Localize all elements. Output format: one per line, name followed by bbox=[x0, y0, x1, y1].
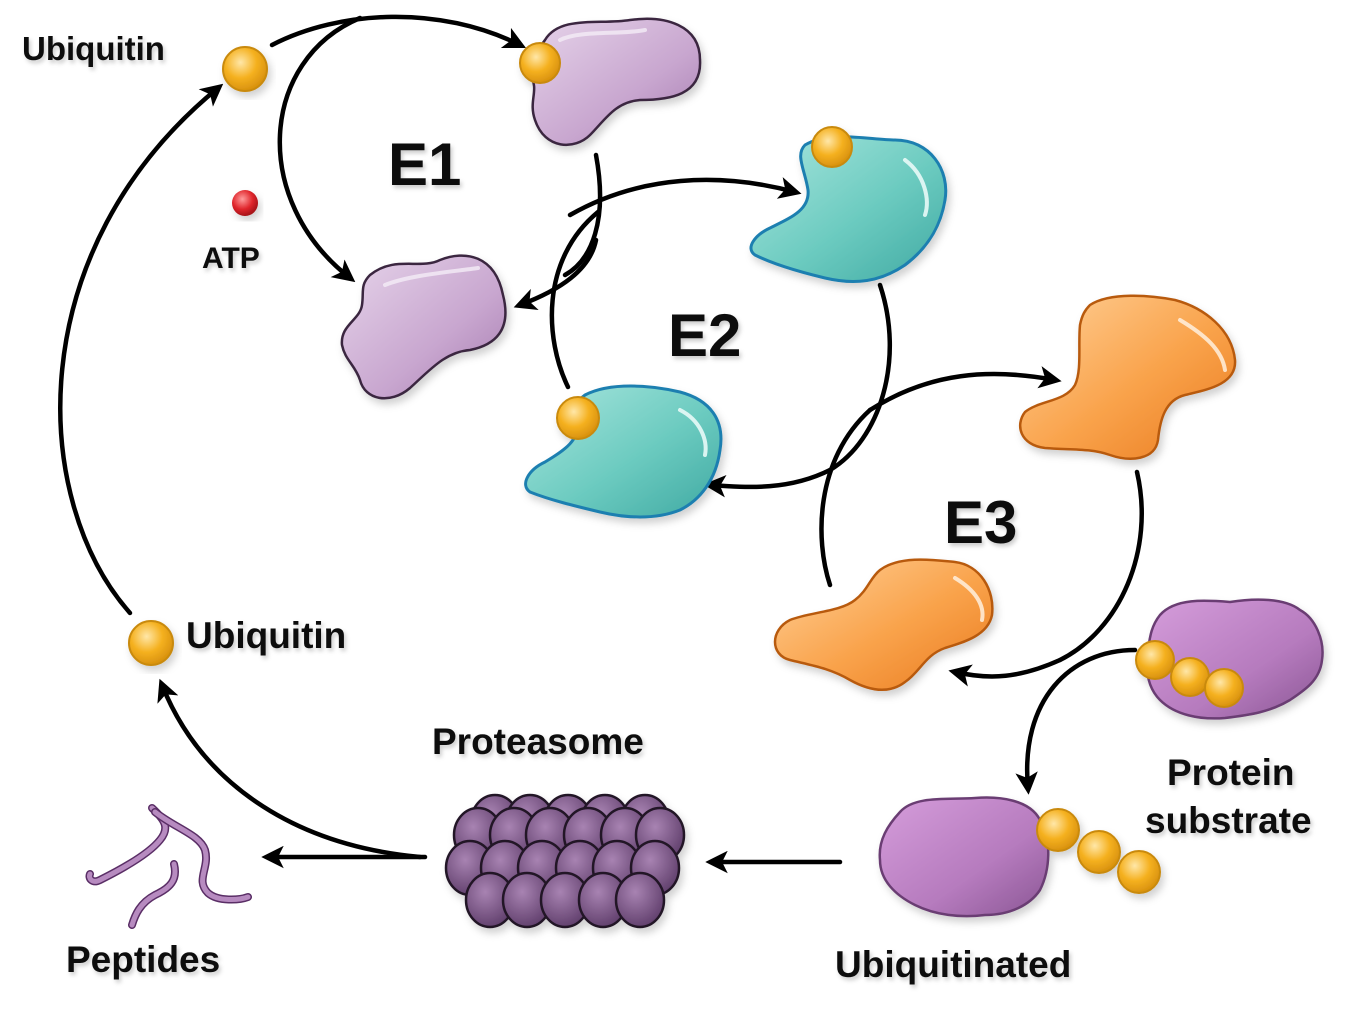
ubiquitin-chain-bead bbox=[1135, 640, 1175, 680]
proteasome-subunit bbox=[614, 871, 666, 929]
label-ubiquitinated: Ubiquitinated bbox=[835, 944, 1071, 985]
e1-cycle-right-arc bbox=[562, 152, 603, 278]
e2-cycle-right-arc bbox=[827, 282, 893, 473]
arrows bbox=[58, 14, 1144, 874]
label-e2: E2 bbox=[668, 302, 741, 369]
e3-cycle-left-arc bbox=[819, 407, 873, 588]
label-ubiquitin-top: Ubiquitin bbox=[22, 30, 165, 67]
arrow-to-e3-top bbox=[867, 366, 1062, 413]
e2-enzyme-shape bbox=[524, 384, 723, 519]
label-atp: ATP bbox=[202, 242, 260, 275]
protein-substrate bbox=[1135, 598, 1324, 720]
arrow-substrate-to-ubiquitinated bbox=[1015, 647, 1138, 795]
arrow-to-e3-bottom bbox=[948, 657, 1063, 687]
ubiquitinated-protein bbox=[878, 796, 1161, 918]
e1-cycle-left-arc bbox=[277, 15, 363, 283]
e3-enzyme-shape bbox=[1019, 294, 1237, 460]
ubiquitin-chain-bead bbox=[1204, 668, 1244, 708]
e3-top bbox=[1019, 294, 1237, 460]
ubiquitin-bound-e2-top bbox=[811, 126, 853, 168]
ubiquitin-bound-e1 bbox=[519, 42, 561, 84]
ubiquitin-chain-bead bbox=[1077, 830, 1121, 874]
atp-molecule bbox=[232, 190, 258, 216]
proteasome bbox=[444, 793, 686, 929]
ubiquitin-chain-bead bbox=[1170, 657, 1210, 697]
ubiquitin-chain-bead bbox=[1117, 850, 1161, 894]
e3-bottom bbox=[773, 558, 994, 691]
label-e1: E1 bbox=[388, 131, 461, 198]
label-peptides: Peptides bbox=[66, 939, 220, 980]
ubiquitin-bound-e2-bottom bbox=[556, 396, 600, 440]
e3-cycle-right-arc bbox=[1057, 469, 1144, 663]
e1-with-ubiquitin bbox=[519, 17, 702, 147]
arrow-to-e2-top bbox=[567, 177, 802, 218]
e2-cycle-left-arc bbox=[549, 209, 601, 390]
e2-with-ubiquitin-bottom bbox=[524, 384, 723, 519]
label-protein-substrate-line2: substrate bbox=[1145, 800, 1312, 841]
label-protein-substrate-line1: Protein bbox=[1167, 752, 1294, 793]
arrow-recycle-to-ubiquitin bbox=[58, 83, 224, 616]
ubiquitin-free bbox=[222, 46, 268, 92]
ubiquitin-recycled bbox=[128, 620, 174, 666]
e2-enzyme-shape bbox=[749, 135, 948, 283]
e1-enzyme-shape bbox=[340, 254, 507, 400]
arrow-ubiquitin-to-e1 bbox=[269, 14, 527, 49]
ubiquitin-chain-bead bbox=[1036, 808, 1080, 852]
label-proteasome: Proteasome bbox=[432, 721, 644, 762]
arrow-to-e1-free bbox=[513, 237, 599, 310]
peptides bbox=[85, 804, 252, 929]
e2-with-ubiquitin-top bbox=[749, 126, 948, 283]
substrate-shape bbox=[878, 796, 1050, 918]
label-ubiquitin-recycled: Ubiquitin bbox=[186, 615, 346, 656]
e3-enzyme-shape bbox=[773, 558, 994, 691]
arrow-proteasome-to-ubiquitin bbox=[157, 678, 423, 860]
label-e3: E3 bbox=[944, 489, 1017, 556]
arrow-to-e2-bottom bbox=[703, 467, 833, 498]
e1-enzyme-shape bbox=[526, 17, 702, 147]
e1-free bbox=[340, 254, 507, 400]
